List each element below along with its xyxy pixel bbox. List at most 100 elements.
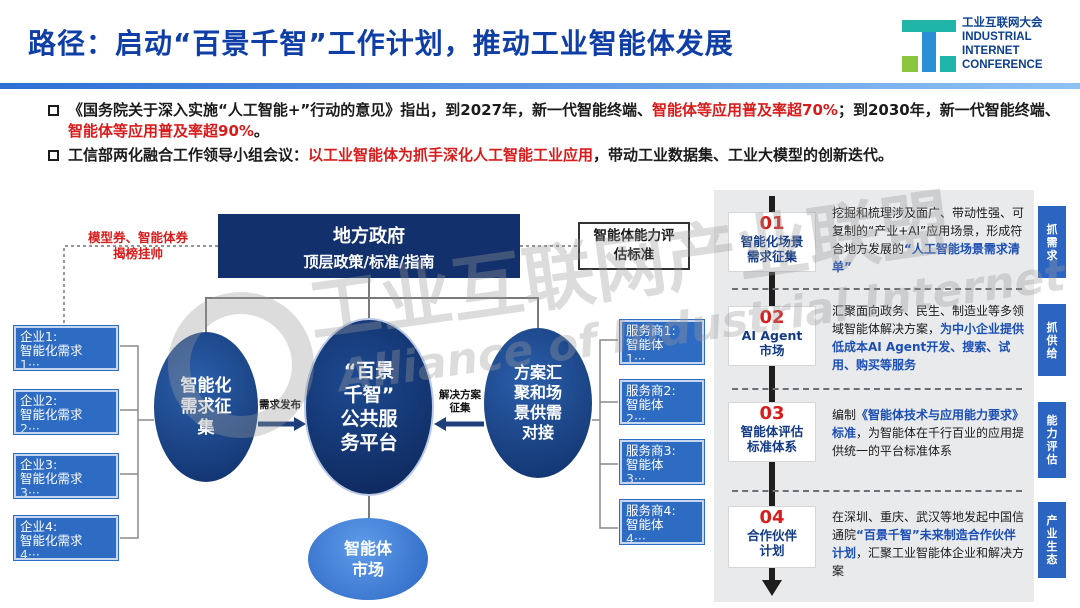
step-number: 02 [759, 307, 785, 328]
logo-line-2: INTERNET [962, 45, 1020, 57]
circle-text: 对接 [521, 423, 554, 442]
step-name: AI Agent [741, 328, 803, 343]
provider-name: 服务商4: [626, 503, 676, 518]
tab-char: 求 [1046, 248, 1058, 262]
tab-char: 态 [1046, 553, 1058, 566]
step-description: 编制《智能体技术与应用能力要求》标准，为智能体在千行百业的应用提供统一的平台标准… [832, 406, 1026, 460]
agent-market-circle: 智能体 市场 [308, 518, 428, 600]
provider-agent: 智能体 [626, 517, 664, 532]
eval-line-1: 智能体能力评 [593, 228, 675, 244]
enterprise-need: 智能化需求 [20, 471, 83, 486]
provider-box: 服务商4: 智能体 4··· [619, 499, 705, 545]
provider-more: 4··· [626, 531, 646, 544]
circle-text: 需求征 [180, 396, 232, 417]
side-tab-evaluation: 能 力 评 估 [1038, 402, 1066, 478]
bullet-highlight: 智能体等应用普及率超90% [68, 122, 254, 140]
circle-text: 方案汇 [513, 363, 562, 382]
provider-more: 2··· [626, 411, 646, 424]
timeline-line [769, 196, 775, 586]
desc-highlight: 为中小企业提供低成本AI Agent开发、搜索、试用、购买等服务 [832, 322, 1025, 372]
side-tab-demand: 抓 需 求 [1038, 206, 1066, 278]
bullet-highlight: 以工业智能体为抓手深化人工智能工业应用 [308, 146, 594, 164]
circle-text: 聚和场 [513, 383, 562, 402]
tab-char: 力 [1046, 427, 1058, 440]
step-divider [732, 490, 1022, 492]
circle-text: 公共服 [340, 408, 398, 430]
promo-line-1: 模型券、智能体券 [88, 230, 189, 245]
tab-char: 估 [1046, 453, 1058, 466]
label-line: 解决方案 [439, 389, 481, 401]
solution-matching-circle: 方案汇 聚和场 景供需 对接 [484, 328, 592, 478]
bullet-highlight: 智能体等应用普及率超70% [652, 101, 838, 119]
step-box-03: 03 智能体评估 标准体系 [728, 402, 816, 462]
step-description: 在深圳、重庆、武汉等地发起中国信通院“百景千智”未来制造合作伙伴计划，汇聚工业智… [832, 508, 1026, 580]
bullet-text: ；到2030年，新一代智能终端、 [837, 101, 1060, 119]
enterprise-box: 企业2: 智能化需求 2··· [13, 389, 119, 435]
page-title: 路径：启动“百景千智”工作计划，推动工业智能体发展 [28, 27, 734, 60]
solution-collect-label: 解决方案 征集 [432, 389, 488, 415]
circle-text: 智能化 [180, 375, 232, 396]
provider-agent: 智能体 [626, 337, 664, 352]
enterprise-box: 企业4: 智能化需求 4··· [13, 515, 119, 561]
bullet-item: 《国务院关于深入实施“人工智能+”行动的意见》指出，到2027年，新一代智能终端… [46, 100, 1066, 142]
step-description: 汇聚面向政务、民生、制造业等多领域智能体解决方案，为中小企业提供低成本AI Ag… [832, 302, 1026, 374]
tab-char: 供 [1046, 333, 1058, 347]
enterprise-need: 智能化需求 [20, 343, 83, 358]
desc-text: 挖掘和梳理涉及面广、带动性强、可复制的“产业+AI”应用场景，形成符合地方发展的 [832, 206, 1025, 256]
conference-logo: 工业互联网大会 INDUSTRIAL INTERNET CONFERENCE [900, 14, 1068, 76]
logo-line-cn: 工业互联网大会 [962, 17, 1043, 29]
demand-release-label: 需求发布 [259, 399, 301, 411]
circle-text: 智能体 [343, 539, 392, 558]
tab-char: 生 [1046, 540, 1058, 553]
provider-box: 服务商3: 智能体 3··· [619, 439, 705, 485]
enterprise-more: 1··· [20, 357, 40, 370]
enterprise-name: 企业3: [20, 457, 58, 472]
promo-label: 模型券、智能体券 揭榜挂帅 [88, 230, 188, 262]
tab-char: 评 [1046, 440, 1058, 453]
step-name: 计划 [759, 543, 785, 558]
step-description: 挖掘和梳理涉及面广、带动性强、可复制的“产业+AI”应用场景，形成符合地方发展的… [832, 204, 1026, 276]
side-tab-ecosystem: 产 业 生 态 [1038, 502, 1066, 578]
public-service-platform-circle: “百景 千智” 公共服 务平台 [304, 318, 434, 496]
provider-more: 3··· [626, 471, 646, 484]
desc-highlight: “人工智能场景需求清单” [832, 242, 1020, 274]
local-government-box: 地方政府 顶层政策/标准/指南 [218, 214, 520, 278]
eval-line-2: 估标准 [613, 247, 655, 263]
gov-title: 地方政府 [333, 226, 405, 247]
provider-more: 1··· [626, 351, 646, 364]
enterprise-name: 企业4: [20, 519, 58, 534]
enterprise-more: 3··· [20, 485, 40, 498]
bullet-text: 工信部两化融合工作领导小组会议： [68, 146, 309, 164]
step-name: 需求征集 [746, 249, 797, 264]
circle-text: 务平台 [340, 432, 398, 454]
square-bullet-icon [48, 105, 59, 116]
bullet-list: 《国务院关于深入实施“人工智能+”行动的意见》指出，到2027年，新一代智能终端… [46, 100, 1066, 169]
provider-box: 服务商1: 智能体 1··· [619, 319, 705, 365]
tab-char: 需 [1046, 235, 1058, 249]
tab-char: 能 [1046, 414, 1058, 427]
desc-text: ，为智能体在千行百业的应用提供统一的平台标准体系 [832, 426, 1025, 458]
step-divider [732, 288, 1022, 290]
step-name: 智能化场景 [740, 234, 804, 249]
desc-text: 在深圳、重庆、武汉等地发起中国信通院 [832, 510, 1025, 542]
provider-agent: 智能体 [626, 457, 664, 472]
tab-char: 产 [1046, 514, 1058, 527]
demand-collection-circle: 智能化 需求征 集 [154, 332, 258, 482]
tab-char: 给 [1046, 346, 1058, 360]
desc-text: ，汇聚工业智能体企业和解决方案 [832, 546, 1025, 578]
circle-text: 集 [197, 417, 215, 438]
circle-text: 市场 [351, 560, 384, 579]
tab-char: 抓 [1046, 320, 1058, 334]
enterprise-box: 企业1: 智能化需求 1··· [13, 325, 119, 371]
step-name: 合作伙伴 [746, 528, 797, 543]
conference-logo-icon [902, 20, 956, 72]
step-box-04: 04 合作伙伴 计划 [728, 506, 816, 568]
provider-box: 服务商2: 智能体 2··· [619, 379, 705, 425]
enterprise-box: 企业3: 智能化需求 3··· [13, 453, 119, 499]
enterprise-more: 2··· [20, 421, 40, 434]
bullet-text: ，带动工业数据集、工业大模型的创新迭代。 [593, 146, 894, 164]
enterprise-more: 4··· [20, 547, 40, 560]
provider-name: 服务商1: [626, 323, 676, 338]
circle-text: 千智” [343, 384, 395, 406]
